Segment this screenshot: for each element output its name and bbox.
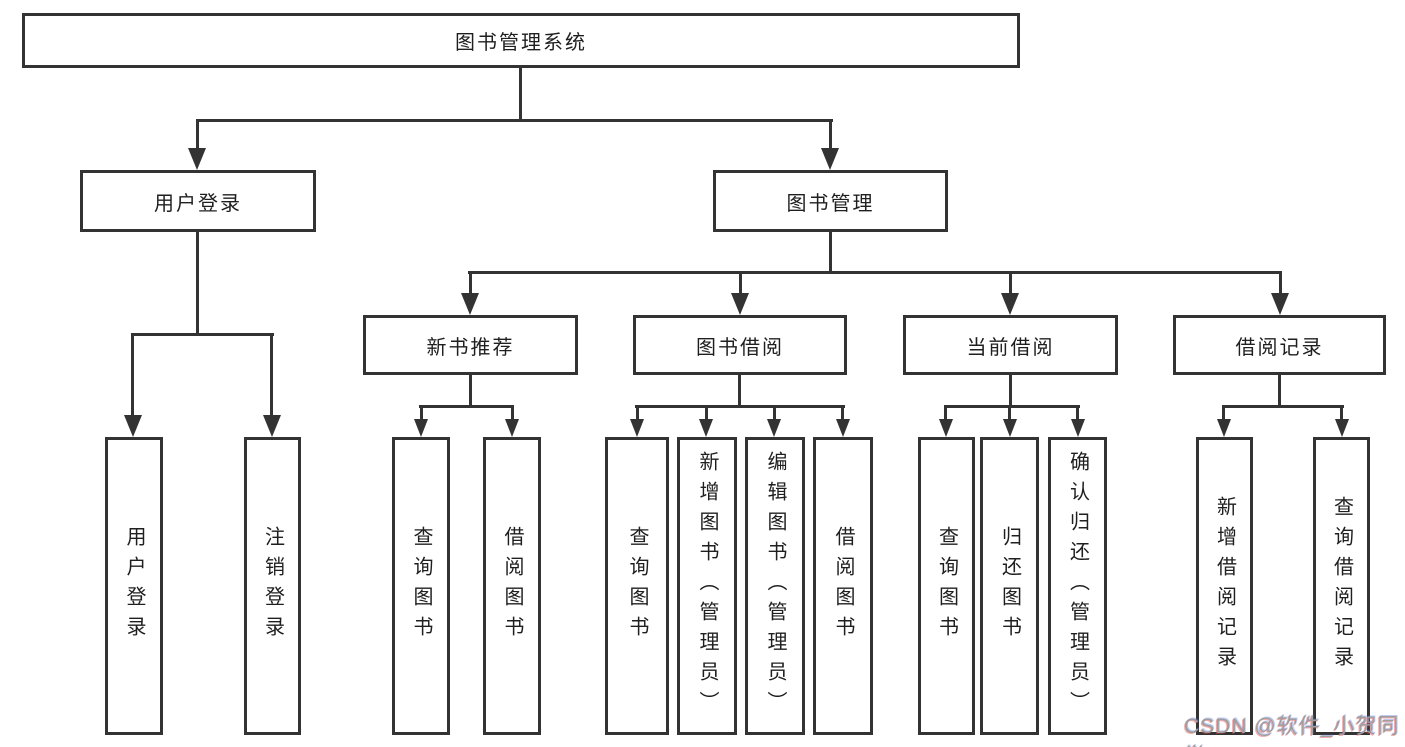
node-user-login: 用户登录 (80, 170, 316, 232)
connector-vline (511, 405, 514, 421)
connector-arrowhead (1071, 419, 1085, 437)
node-new-book-recommend: 新书推荐 (363, 315, 578, 375)
csdn-watermark: CSDN @软件_小贺同学 (1184, 715, 1400, 747)
leaf-label: 确认归还（管理员） (1066, 451, 1089, 721)
node-label: 图书管理 (786, 192, 875, 215)
leaf-return-book: 归还图书 (980, 437, 1039, 735)
connector-hline (635, 405, 845, 408)
node-label: 借阅记录 (1235, 336, 1324, 359)
node-current-borrowing: 当前借阅 (903, 315, 1118, 375)
connector-vline (469, 271, 472, 295)
connector-vline (469, 375, 472, 408)
connector-vline (196, 232, 199, 336)
connector-arrowhead (1001, 293, 1019, 315)
connector-hline (196, 119, 833, 122)
leaf-label: 新增图书（管理员） (696, 451, 718, 721)
connector-vline (705, 405, 708, 421)
node-library-management-system: 图书管理系统 (22, 13, 1020, 68)
connector-vline (420, 405, 423, 421)
connector-vline (773, 405, 776, 421)
leaf-label: 借阅图书 (832, 526, 854, 646)
leaf-query-borrow-record: 查询借阅记录 (1313, 437, 1370, 735)
leaf-label: 借阅图书 (501, 526, 523, 646)
leaf-query-book-current: 查询图书 (918, 437, 975, 735)
connector-hline (468, 271, 1282, 274)
node-label: 当前借阅 (966, 336, 1055, 359)
node-label: 新书推荐 (426, 336, 515, 359)
connector-vline (1009, 271, 1012, 295)
node-label: 图书借阅 (696, 336, 784, 359)
connector-hline (419, 405, 514, 408)
leaf-label: 编辑图书（管理员） (764, 451, 786, 721)
connector-vline (131, 333, 134, 416)
node-borrow-records: 借阅记录 (1173, 315, 1386, 375)
connector-arrowhead (505, 419, 519, 437)
leaf-label: 查询图书 (935, 526, 958, 646)
connector-hline (131, 333, 274, 336)
connector-hline (1222, 405, 1344, 408)
leaf-label: 查询图书 (626, 526, 648, 646)
connector-arrowhead (1217, 419, 1231, 437)
connector-arrowhead (1335, 419, 1349, 437)
connector-arrowhead (731, 293, 749, 315)
connector-vline (196, 119, 199, 149)
connector-arrowhead (1271, 293, 1289, 315)
connector-vline (636, 405, 639, 421)
leaf-label: 注销登录 (261, 526, 284, 646)
connector-arrowhead (767, 419, 781, 437)
connector-arrowhead (188, 148, 206, 170)
connector-arrowhead (124, 415, 142, 437)
leaf-borrow-book: 借阅图书 (813, 437, 873, 735)
connector-vline (1278, 375, 1281, 408)
connector-arrowhead (1003, 419, 1017, 437)
leaf-add-book-admin: 新增图书（管理员） (677, 437, 737, 735)
leaf-label: 新增借阅记录 (1213, 496, 1236, 676)
leaf-label: 查询图书 (410, 526, 432, 646)
leaf-query-book-borrowing: 查询图书 (605, 437, 669, 735)
connector-vline (1008, 405, 1011, 421)
connector-vline (738, 375, 741, 408)
node-book-borrowing: 图书借阅 (633, 315, 847, 375)
leaf-borrow-book-recommend: 借阅图书 (483, 437, 541, 735)
leaf-label: 查询借阅记录 (1330, 496, 1353, 676)
leaf-logout-login: 注销登录 (244, 437, 301, 735)
connector-vline (1222, 405, 1225, 421)
connector-arrowhead (699, 419, 713, 437)
leaf-label: 用户登录 (123, 526, 145, 646)
leaf-user-login: 用户登录 (105, 437, 163, 735)
connector-arrowhead (414, 419, 428, 437)
node-label: 图书管理系统 (455, 32, 587, 54)
connector-vline (1340, 405, 1343, 421)
leaf-edit-book-admin: 编辑图书（管理员） (745, 437, 805, 735)
connector-arrowhead (821, 148, 839, 170)
connector-vline (1076, 405, 1079, 421)
connector-arrowhead (630, 419, 644, 437)
connector-vline (841, 405, 844, 421)
connector-vline (270, 333, 273, 416)
node-book-management: 图书管理 (713, 170, 948, 232)
connector-vline (829, 119, 832, 149)
node-label: 用户登录 (154, 192, 242, 215)
connector-arrowhead (263, 415, 281, 437)
leaf-label: 归还图书 (998, 526, 1021, 646)
connector-vline (1279, 271, 1282, 295)
connector-arrowhead (939, 419, 953, 437)
connector-hline (944, 405, 1080, 408)
connector-vline (739, 271, 742, 295)
connector-vline (944, 405, 947, 421)
leaf-add-borrow-record: 新增借阅记录 (1196, 437, 1253, 735)
leaf-query-book-recommend: 查询图书 (392, 437, 450, 735)
connector-arrowhead (836, 419, 850, 437)
connector-vline (829, 232, 832, 274)
connector-vline (519, 68, 522, 121)
connector-arrowhead (461, 293, 479, 315)
leaf-confirm-return-admin: 确认归还（管理员） (1048, 437, 1107, 735)
connector-vline (1009, 375, 1012, 408)
